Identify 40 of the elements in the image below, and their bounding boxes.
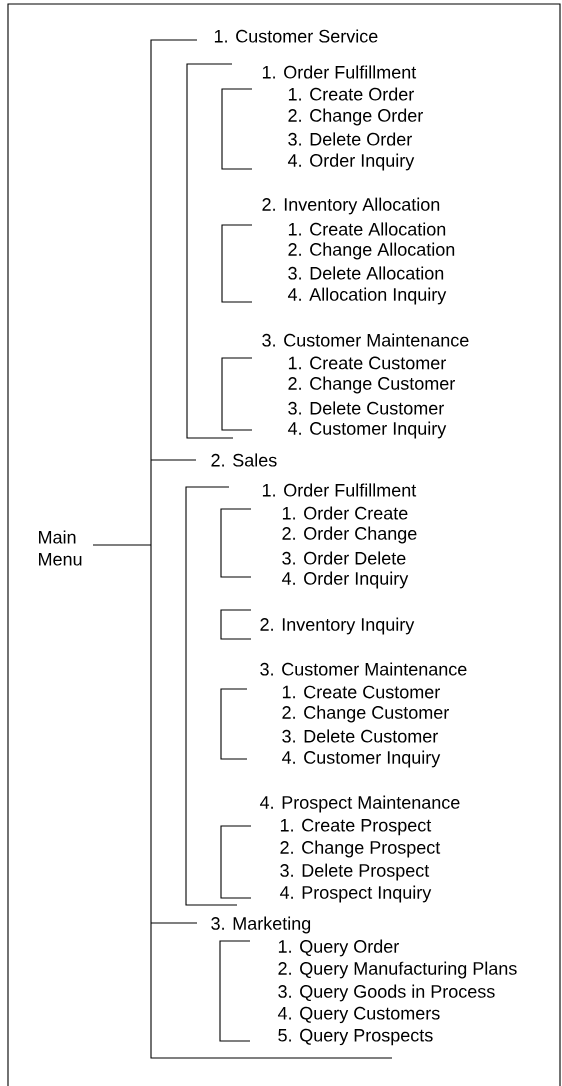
menu-item: Main Menu	[39, 530, 82, 566]
menu-item: 4. Customer Inquiry	[281, 750, 441, 768]
menu-item: 2. Order Change	[282, 526, 417, 544]
menu-item: 1. Order Create	[282, 506, 408, 520]
menu-item: 4. Prospect Maintenance	[259, 795, 460, 813]
menu-item: 1. Order Fulfillment	[262, 483, 417, 497]
menu-item: 3. Delete Prospect	[280, 863, 430, 881]
menu-item: 2. Sales	[211, 453, 277, 467]
menu-item: 2. Change Customer	[288, 376, 455, 394]
menu-item: 1. Create Customer	[288, 356, 446, 370]
menu-item: 1. Create Allocation	[288, 222, 446, 236]
menu-item: 3. Delete Allocation	[288, 266, 444, 280]
menu-item: 1. Create Prospect	[280, 818, 432, 836]
menu-item: 4. Query Customers	[277, 1006, 440, 1024]
menu-item: 3. Delete Customer	[282, 729, 438, 743]
menu-item: 3. Query Goods in Process	[278, 984, 495, 1002]
menu-item: 2. Query Manufacturing Plans	[278, 961, 517, 979]
menu-item: 3. Customer Maintenance	[260, 662, 467, 676]
menu-item: 2. Inventory Inquiry	[260, 617, 415, 635]
menu-item: 3. Delete Order	[288, 132, 412, 146]
menu-item: 1. Order Fulfillment	[262, 65, 417, 79]
menu-item: 3. Customer Maintenance	[262, 333, 469, 347]
menu-item: 4. Order Inquiry	[281, 571, 409, 589]
menu-item: 2. Change Allocation	[288, 242, 455, 260]
menu-item: 2. Inventory Allocation	[262, 197, 440, 215]
menu-item: 1. Query Order	[278, 939, 399, 957]
menu-item: 3. Marketing	[211, 916, 311, 934]
menu-item: 4. Prospect Inquiry	[279, 885, 432, 903]
menu-item: 3. Order Delete	[282, 551, 406, 565]
menu-item: 1. Create Customer	[282, 685, 440, 699]
menu-item: 2. Change Customer	[282, 705, 449, 723]
menu-item: 4. Order Inquiry	[287, 153, 415, 171]
menu-item: 4. Allocation Inquiry	[287, 287, 447, 305]
menu-item: 1. Create Order	[288, 87, 414, 101]
menu-item: 2. Change Order	[288, 108, 423, 126]
menu-item: 1. Customer Service	[214, 29, 378, 43]
menu-item: 3. Delete Customer	[288, 401, 444, 415]
menu-item: 2. Change Prospect	[280, 840, 441, 858]
menu-item: 4. Customer Inquiry	[287, 421, 447, 439]
menu-item: 5. Query Prospects	[278, 1028, 433, 1046]
